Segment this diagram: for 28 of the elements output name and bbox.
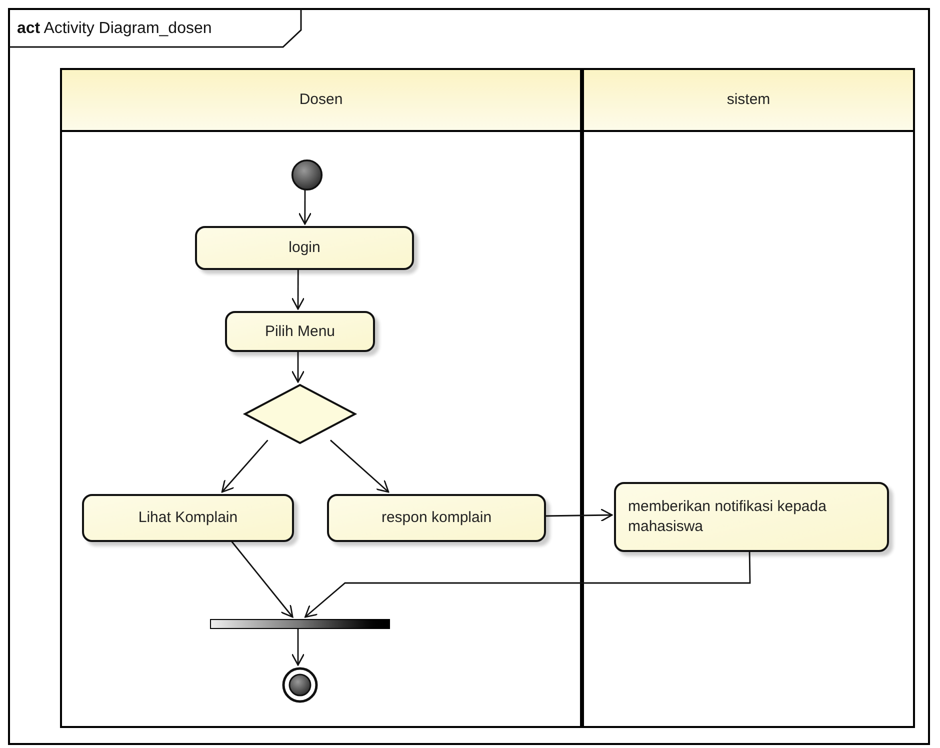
control-flow-arrow [298,189,312,225]
action-box [327,494,546,542]
control-flow-arrow [221,440,268,493]
action-box [225,311,375,352]
lane-title: Dosen [299,90,343,110]
control-flow-arrow [291,268,305,310]
action-label: login [288,238,322,258]
join-bar [210,619,390,629]
initial-node [291,159,323,191]
control-flow-arrow [230,540,294,618]
action-label: memberikan notifikasi kepada mahasiswa [628,497,828,537]
decision-diamond [244,384,356,444]
swimlane [582,68,915,728]
swimlane [60,68,582,728]
action-label: Pilih Menu [264,322,336,342]
final-node [282,667,318,703]
action-box [614,482,889,552]
lane-title: sistem [726,90,770,110]
control-flow-arrow [291,627,305,666]
action-label: respon komplain [380,508,493,528]
action-label: Lihat Komplain [137,508,239,528]
diagram-title: act Activity Diagram_dosen [17,19,212,39]
action-box [82,494,294,542]
control-flow-arrow [544,508,613,522]
control-flow-arrow [304,550,751,618]
action-box [195,226,414,270]
control-flow-arrow [291,350,305,383]
control-flow-arrow [330,440,390,493]
